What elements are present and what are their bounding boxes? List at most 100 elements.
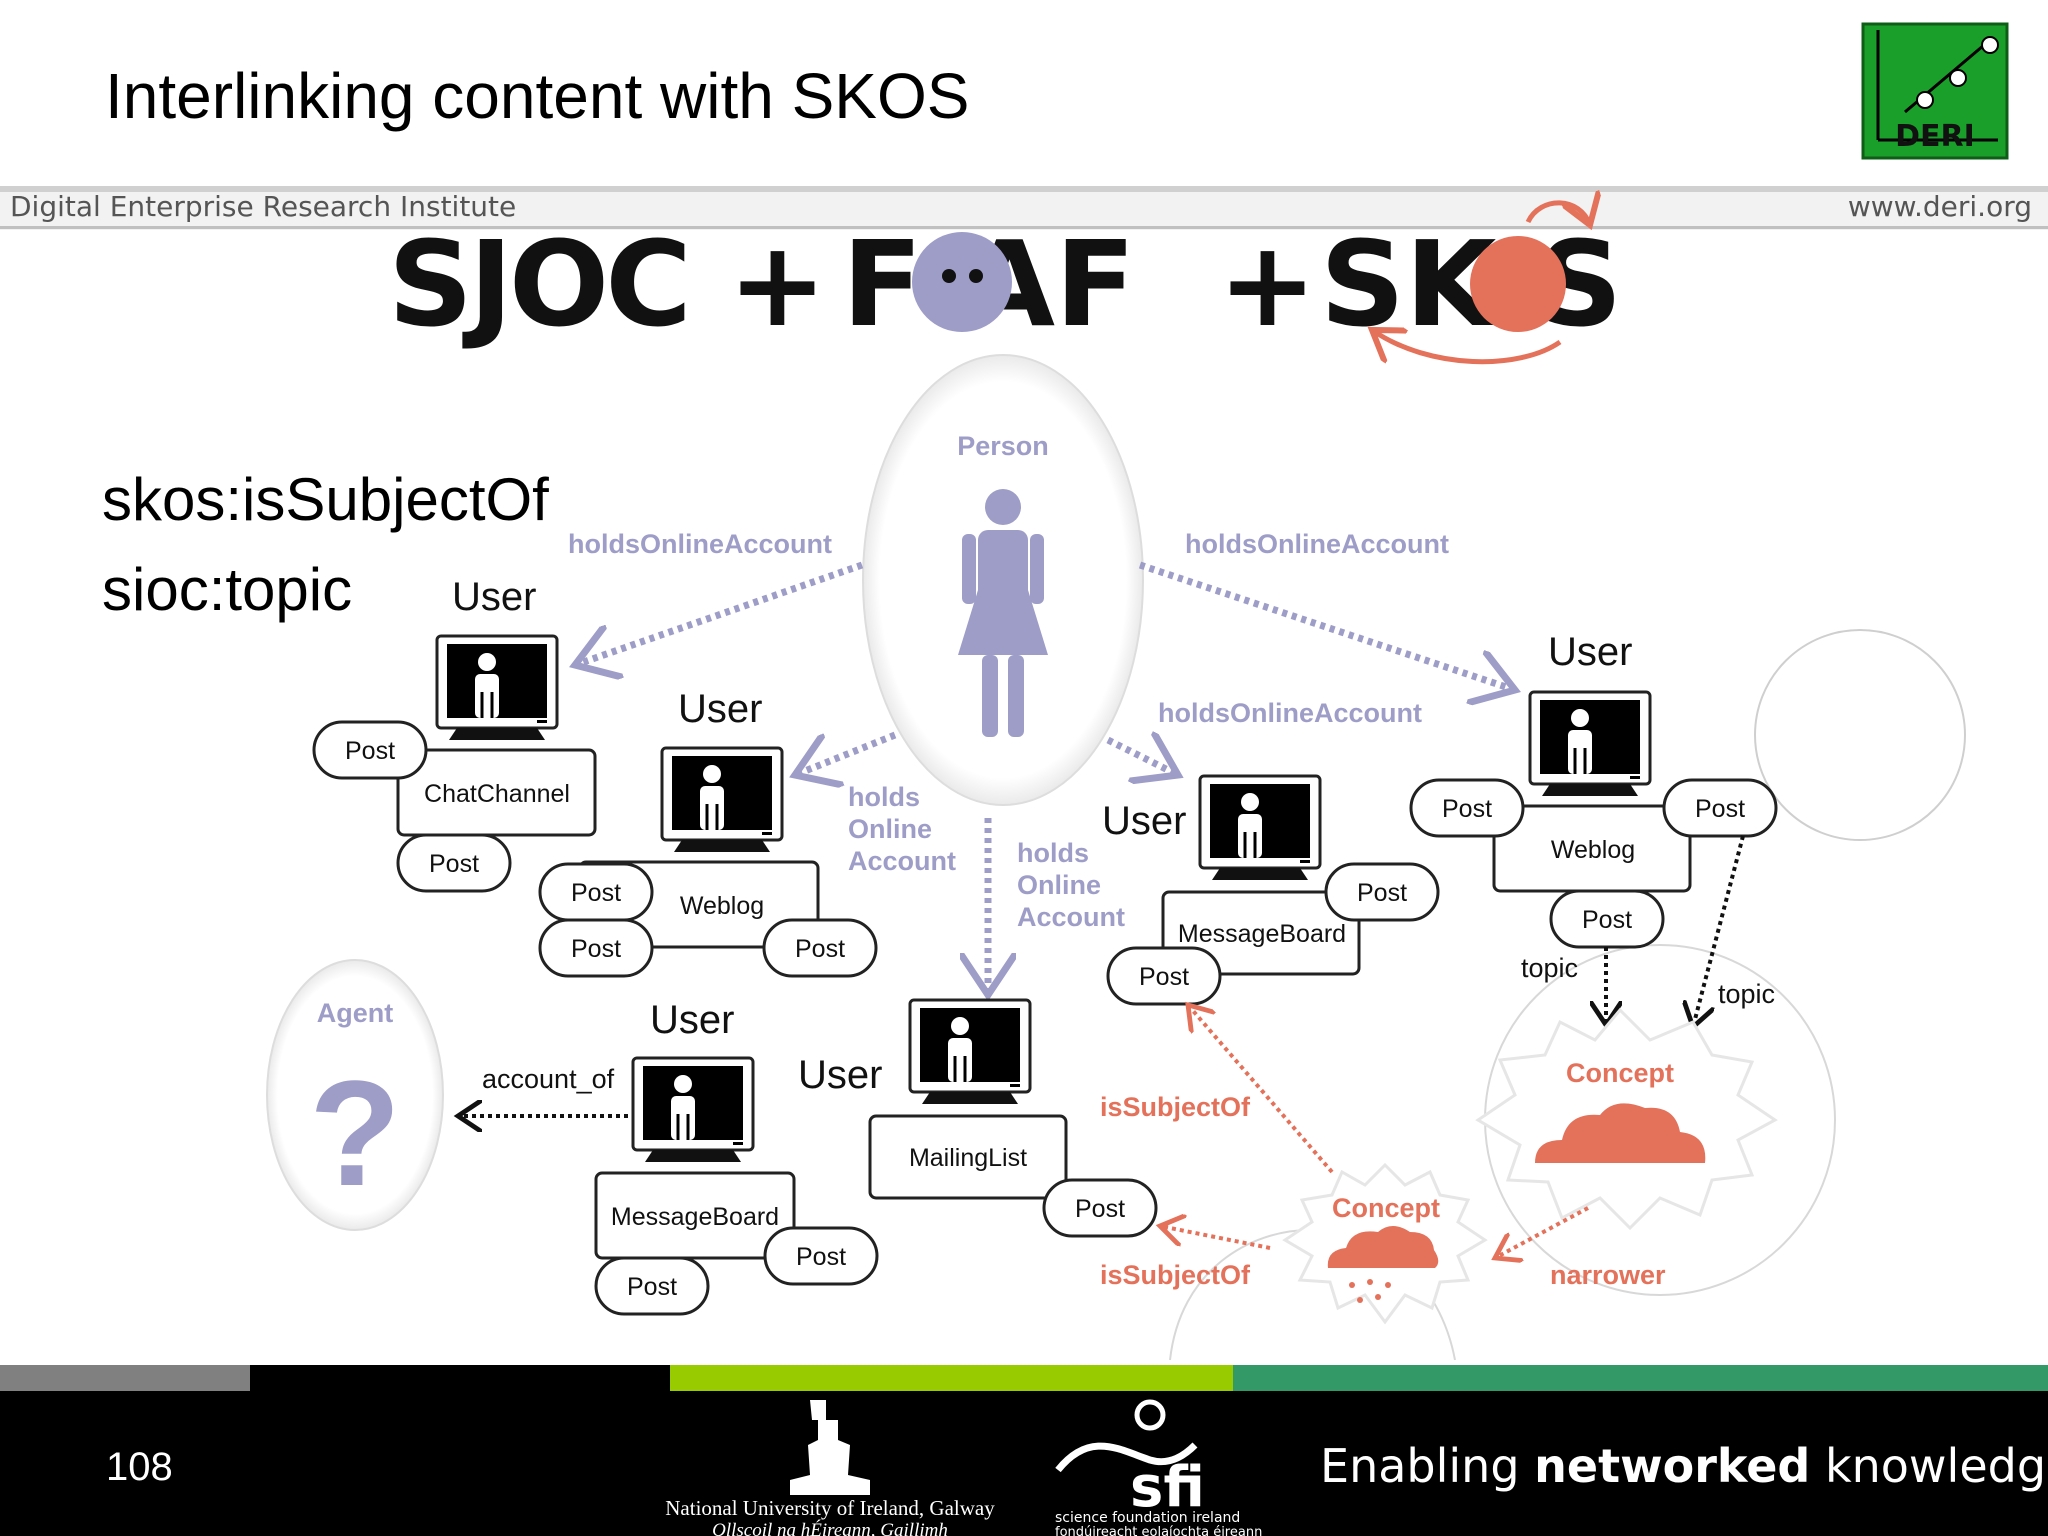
post-node-13 [1042,1178,1158,1238]
edge-issubjectof-1 [1188,1005,1334,1174]
edge-hoa-mid-left [795,731,897,775]
post-label-10: Post [1582,906,1632,934]
mailinglist-label: MailingList [909,1144,1027,1172]
mailinglist-box [868,1114,1068,1200]
post-node-9 [1662,778,1778,838]
concept-small-label: Concept [1332,1193,1440,1223]
label-hoa-mid-left-2: Online [848,814,932,844]
person-figure-icon [958,489,1048,737]
messageboard-bottom-box [594,1171,796,1260]
user-monitor-icon-6 [908,998,1032,1106]
post-node-1 [312,720,428,780]
deri-logo: DERI [1861,22,2009,160]
label-hoa-right: holdsOnlineAccount [1185,529,1449,559]
user-monitor-icon-4 [1528,690,1652,798]
post-label-1: Post [345,737,395,765]
label-sioc-topic: sioc:topic [102,556,352,623]
sfi-logo-text: sfi [1130,1455,1205,1520]
user-monitor-icon-3 [1198,774,1322,882]
user-label-5: User [650,998,734,1042]
post-node-5 [762,918,878,978]
edge-issubjectof-2 [1160,1226,1271,1250]
sfi-logo: sfi science foundation ireland fondúirea… [1055,1399,1262,1536]
label-hoa-down-2: Online [1017,870,1101,900]
user-label-4: User [1548,630,1632,674]
post-node-4 [538,918,654,978]
user-monitor-icon-5 [631,1056,755,1164]
chatchannel-box [396,748,597,837]
cloud-icon-big [1535,1103,1706,1163]
user-monitor-icon-2 [660,746,784,854]
band-institute: Digital Enterprise Research Institute [10,190,516,223]
weblog-right-label: Weblog [1551,836,1635,864]
decorative-circle-1 [1754,629,1966,841]
post-label-4: Post [571,935,621,963]
post-node-2 [396,833,512,893]
label-topic-1: topic [1521,953,1578,983]
messageboard-bottom-label: MessageBoard [611,1203,779,1231]
footer-bar-black [250,1365,670,1391]
messageboard-right-box [1161,890,1361,976]
label-hoa-left: holdsOnlineAccount [568,529,832,559]
edge-hoa-right [1138,561,1515,690]
post-label-5: Post [795,935,845,963]
concept-big-label: Concept [1566,1058,1674,1088]
band-url: www.deri.org [1848,190,2032,223]
sioc-logo: SJOC [388,215,688,353]
sfi-name: science foundation ireland [1055,1510,1240,1526]
nuig-name-irish: Ollscoil na hÉireann, Gaillimh [712,1519,948,1536]
post-label-6: Post [1357,879,1407,907]
user-monitor-icon-1 [435,634,559,742]
post-label-9: Post [1695,795,1745,823]
label-hoa-down-1: holds [1017,838,1089,868]
user-label-6: User [798,1053,882,1097]
label-topic-2: topic [1718,979,1775,1009]
deri-logo-text: DERI [1895,119,1975,154]
sfi-name-irish: fondúireacht eolaíochta éireann [1055,1525,1262,1536]
post-node-6 [1324,862,1440,922]
rain-cloud-icon [1327,1226,1439,1268]
label-issubjectof-2: isSubjectOf [1100,1260,1251,1290]
post-label-8: Post [1442,795,1492,823]
footer-bar-green [670,1365,1233,1391]
label-hoa-mid-left-3: Account [848,846,956,876]
question-mark-icon: ? [309,1049,401,1217]
post-label-13: Post [1075,1195,1125,1223]
plus-sign-1: + [728,215,827,353]
post-label-12: Post [627,1273,677,1301]
post-node-8 [1409,778,1525,838]
weblog-mid-label: Weblog [680,892,764,920]
slide-title: Interlinking content with SKOS [105,60,969,132]
person-label: Person [957,431,1049,461]
nuig-logo: National University of Ireland, Galway O… [665,1400,995,1536]
label-narrower: narrower [1550,1260,1666,1290]
label-account-of: account_of [482,1064,615,1094]
tagline-pre: Enabling [1320,1439,1534,1493]
foaf-face-icon [912,232,1012,332]
messageboard-right-label: MessageBoard [1178,920,1346,948]
sfi-swoosh-icon [1055,1442,1198,1473]
concept-node-big: Concept [1475,1007,1778,1231]
post-label-11: Post [796,1243,846,1271]
user-label-2: User [678,687,762,731]
plus-sign-2: + [1218,215,1317,353]
agent-node: Agent ? [266,959,444,1231]
header-band [0,186,2048,230]
post-label-3: Post [571,879,621,907]
post-node-11 [763,1226,879,1286]
post-node-7 [1106,946,1222,1006]
tagline-post: knowledge. [1810,1439,2048,1493]
chatchannel-label: ChatChannel [424,780,570,808]
post-label-2: Post [429,850,479,878]
tagline-bold: networked [1534,1439,1810,1493]
nuig-crest-icon [790,1400,870,1495]
footer-bar-grey [0,1365,250,1391]
user-label-1: User [452,575,536,619]
sioc-foaf-skos-banner: SJOC + F AF + SK S [388,203,1623,365]
label-skos-issubjectof: skos:isSubjectOf [102,466,549,533]
post-node-12 [594,1256,710,1316]
edge-narrower [1495,1206,1589,1258]
agent-label: Agent [317,998,394,1028]
tagline: Enabling networked knowledge. [1320,1439,2048,1493]
label-hoa-mid-right: holdsOnlineAccount [1158,698,1422,728]
